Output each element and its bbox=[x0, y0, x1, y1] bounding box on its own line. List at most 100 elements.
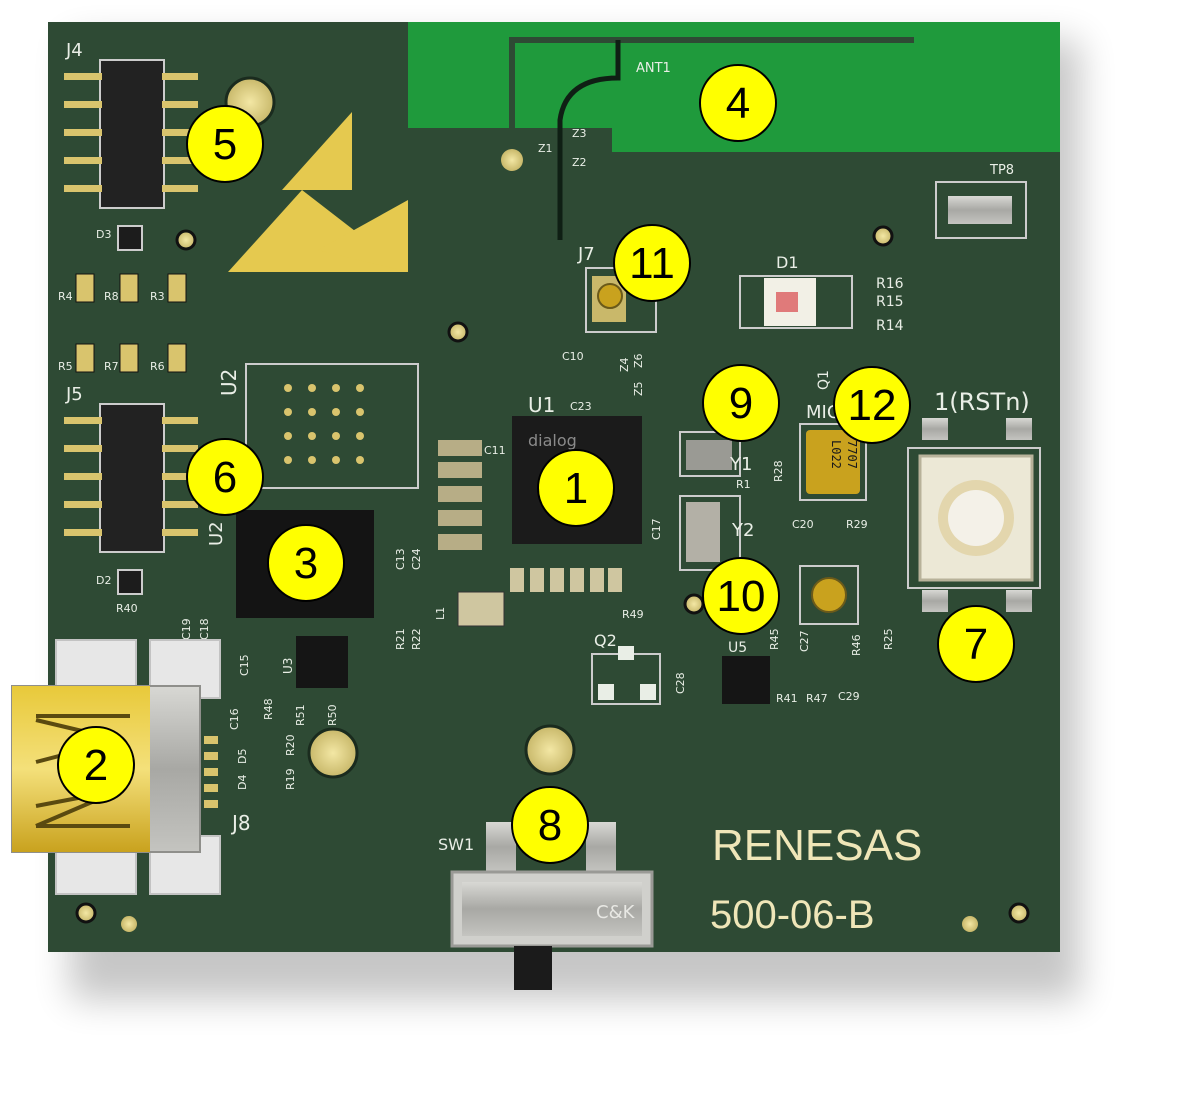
mic-marking-1: 7707 bbox=[845, 440, 859, 469]
label-c29: C29 bbox=[838, 690, 860, 703]
label-d2: D2 bbox=[96, 574, 111, 587]
label-r1: R1 bbox=[736, 478, 751, 491]
label-z4: Z4 bbox=[618, 357, 631, 372]
diode-d2 bbox=[117, 569, 143, 595]
resistor-array-left bbox=[75, 273, 187, 373]
header-j4 bbox=[64, 59, 198, 209]
label-c24: C24 bbox=[410, 548, 423, 570]
callout-number: 10 bbox=[717, 572, 766, 621]
callout-circle bbox=[267, 524, 345, 602]
callout-number: 4 bbox=[726, 79, 750, 128]
label-r4: R4 bbox=[58, 290, 73, 303]
label-r51: R51 bbox=[294, 704, 307, 726]
callout-circle bbox=[702, 364, 780, 442]
label-z6: Z6 bbox=[632, 353, 645, 368]
callout-circle bbox=[186, 105, 264, 183]
callout-number: 11 bbox=[629, 239, 675, 288]
callout-1: 1 bbox=[537, 449, 615, 527]
label-r14: R14 bbox=[876, 318, 904, 334]
label-c11: C11 bbox=[484, 444, 506, 457]
esd-warning-icon bbox=[228, 112, 408, 272]
label-d4: D4 bbox=[236, 775, 249, 790]
led-d1-lens bbox=[776, 292, 798, 312]
label-r6: R6 bbox=[150, 360, 165, 373]
label-r5: R5 bbox=[58, 360, 73, 373]
label-rstn: 1(RSTn) bbox=[934, 388, 1030, 416]
callout-number: 6 bbox=[213, 453, 237, 502]
callout-number: 8 bbox=[538, 801, 562, 850]
callout-circle bbox=[537, 449, 615, 527]
diode-d3 bbox=[117, 225, 143, 251]
callout-4: 4 bbox=[699, 64, 777, 142]
label-c10: C10 bbox=[562, 350, 584, 363]
label-c18: C18 bbox=[198, 618, 211, 640]
label-z5: Z5 bbox=[632, 381, 645, 396]
footprint-mic bbox=[799, 423, 867, 501]
label-d1: D1 bbox=[776, 253, 799, 272]
crystal-y2 bbox=[686, 502, 720, 562]
label-ant1: ANT1 bbox=[636, 61, 671, 76]
flash-pads bbox=[284, 384, 364, 464]
callout-circle bbox=[511, 786, 589, 864]
callout-number: 3 bbox=[294, 539, 318, 588]
chip-u1-logo: dialog bbox=[528, 431, 577, 450]
label-r28: R28 bbox=[772, 460, 785, 482]
callout-2: 2 bbox=[57, 726, 135, 804]
label-c13: C13 bbox=[394, 548, 407, 570]
label-u1: U1 bbox=[528, 393, 555, 417]
callout-10: 10 bbox=[702, 557, 780, 635]
slide-switch-sw1: C&K bbox=[450, 822, 654, 990]
callout-9: 9 bbox=[702, 364, 780, 442]
crystal-y1 bbox=[686, 440, 732, 470]
capacitor-row-bottom bbox=[510, 568, 622, 592]
header-j5 bbox=[64, 403, 198, 553]
callout-circle bbox=[57, 726, 135, 804]
label-r50: R50 bbox=[326, 704, 339, 726]
callout-circle bbox=[702, 557, 780, 635]
label-c15: C15 bbox=[238, 654, 251, 676]
label-r22: R22 bbox=[410, 628, 423, 650]
connector-j7-coax bbox=[597, 283, 623, 309]
footprint-reset-button bbox=[907, 447, 1041, 589]
microphone bbox=[806, 430, 860, 494]
label-y1: Y1 bbox=[729, 454, 752, 475]
label-j8: J8 bbox=[230, 811, 251, 835]
label-tp8: TP8 bbox=[989, 163, 1014, 178]
callout-number: 1 bbox=[564, 464, 588, 513]
label-z1: Z1 bbox=[538, 142, 553, 155]
label-c23: C23 bbox=[570, 400, 592, 413]
label-r21: R21 bbox=[394, 628, 407, 650]
label-q1: Q1 bbox=[816, 370, 832, 390]
mic-marking-2: L022 bbox=[829, 440, 843, 469]
label-y2: Y2 bbox=[731, 520, 754, 541]
label-r40: R40 bbox=[116, 602, 138, 615]
label-z3: Z3 bbox=[572, 127, 587, 140]
callout-3: 3 bbox=[267, 524, 345, 602]
label-u2-second: U2 bbox=[206, 521, 227, 546]
callout-5: 5 bbox=[186, 105, 264, 183]
label-r7: R7 bbox=[104, 360, 119, 373]
footprint-coax-2 bbox=[799, 565, 859, 625]
label-c19: C19 bbox=[180, 618, 193, 640]
label-r41: R41 bbox=[776, 692, 798, 705]
label-r16: R16 bbox=[876, 276, 904, 292]
callout-circle bbox=[699, 64, 777, 142]
label-c17: C17 bbox=[650, 518, 663, 540]
label-u5: U5 bbox=[728, 640, 747, 656]
antenna-trace-gap bbox=[509, 37, 914, 128]
footprint-y1 bbox=[679, 431, 741, 477]
label-r15: R15 bbox=[876, 294, 904, 310]
label-r20: R20 bbox=[284, 734, 297, 756]
callout-7: 7 bbox=[937, 605, 1015, 683]
callout-number: 7 bbox=[964, 620, 988, 669]
callout-12: 12 bbox=[833, 366, 911, 444]
chip-u5 bbox=[722, 656, 770, 704]
label-r3: R3 bbox=[150, 290, 165, 303]
label-r19: R19 bbox=[284, 768, 297, 790]
callout-circle bbox=[613, 224, 691, 302]
label-u2: U2 bbox=[217, 369, 241, 396]
callout-circle bbox=[833, 366, 911, 444]
label-z2: Z2 bbox=[572, 156, 587, 169]
